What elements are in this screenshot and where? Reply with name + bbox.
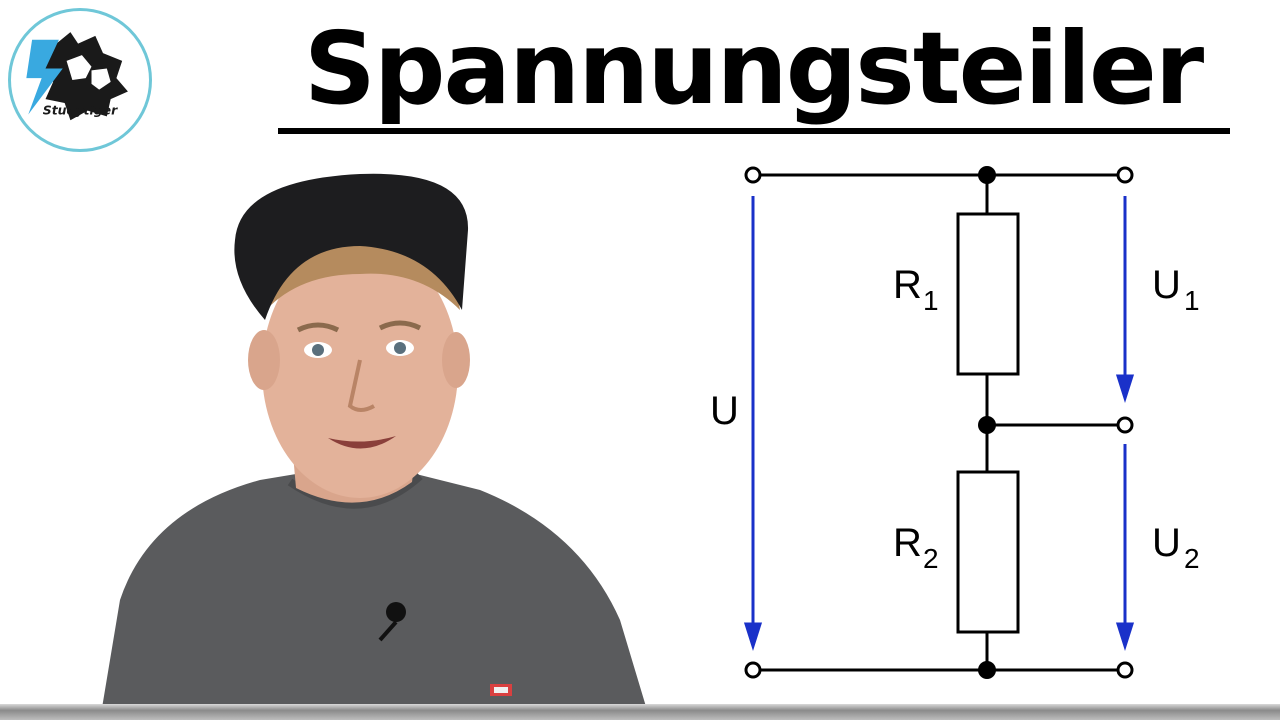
microphone-cable	[378, 620, 398, 642]
presenter-pupil-left	[312, 344, 324, 356]
label-u: U	[710, 389, 739, 433]
tiger-logo-icon: Studytiger	[26, 32, 128, 121]
arrow-u-head	[743, 622, 763, 651]
presenter-mouth	[328, 436, 396, 449]
lavalier-microphone	[386, 602, 406, 622]
presenter-brow-left	[296, 322, 340, 333]
resistor-r1	[956, 212, 1020, 376]
bottom-bar	[0, 704, 1280, 720]
junction-top	[978, 166, 996, 184]
shirt-logo-inner	[494, 687, 508, 693]
tiger-cheek-highlight	[91, 68, 111, 90]
label-r2: R	[893, 521, 922, 565]
presenter-brow-right	[378, 320, 422, 331]
terminal-middle-right	[1116, 416, 1134, 434]
tiger-face-highlight	[66, 55, 92, 80]
title-underline	[278, 128, 1230, 134]
presenter-image	[60, 170, 680, 720]
studytiger-logo: Studytiger	[8, 8, 152, 152]
presenter-illustration	[100, 173, 650, 720]
circuit-diagram: U R 1 R 2 U 1 U 2	[710, 166, 1200, 679]
presenter-pupil-right	[394, 342, 406, 354]
label-u1-subscript: 1	[1184, 285, 1200, 316]
presenter-cap	[234, 173, 469, 320]
terminal-bottom-right	[1116, 661, 1134, 679]
presenter-ear-right	[442, 332, 470, 388]
voltage-divider-circuit: U R 1 R 2 U 1 U 2	[690, 150, 1250, 700]
lightning-bolt-icon	[26, 39, 63, 115]
junction-bottom	[978, 661, 996, 679]
presenter-face	[262, 242, 458, 498]
page-title: Spannungsteiler	[303, 10, 1204, 127]
junction-middle	[978, 416, 996, 434]
terminal-top-left	[744, 166, 762, 184]
resistor-r2	[956, 470, 1020, 634]
terminal-top-right	[1116, 166, 1134, 184]
label-r1: R	[893, 263, 922, 307]
presenter-ear-left	[248, 330, 280, 390]
arrow-u1-head	[1115, 374, 1135, 403]
presenter-shirt	[100, 470, 650, 720]
label-u2: U	[1152, 521, 1181, 565]
arrow-u2-head	[1115, 622, 1135, 651]
label-r1-subscript: 1	[923, 285, 939, 316]
logo-wordmark: Studytiger	[43, 102, 118, 117]
terminal-bottom-left	[744, 661, 762, 679]
label-u2-subscript: 2	[1184, 543, 1200, 574]
label-r2-subscript: 2	[923, 543, 939, 574]
presenter-nose	[347, 359, 375, 412]
label-u1: U	[1152, 263, 1181, 307]
